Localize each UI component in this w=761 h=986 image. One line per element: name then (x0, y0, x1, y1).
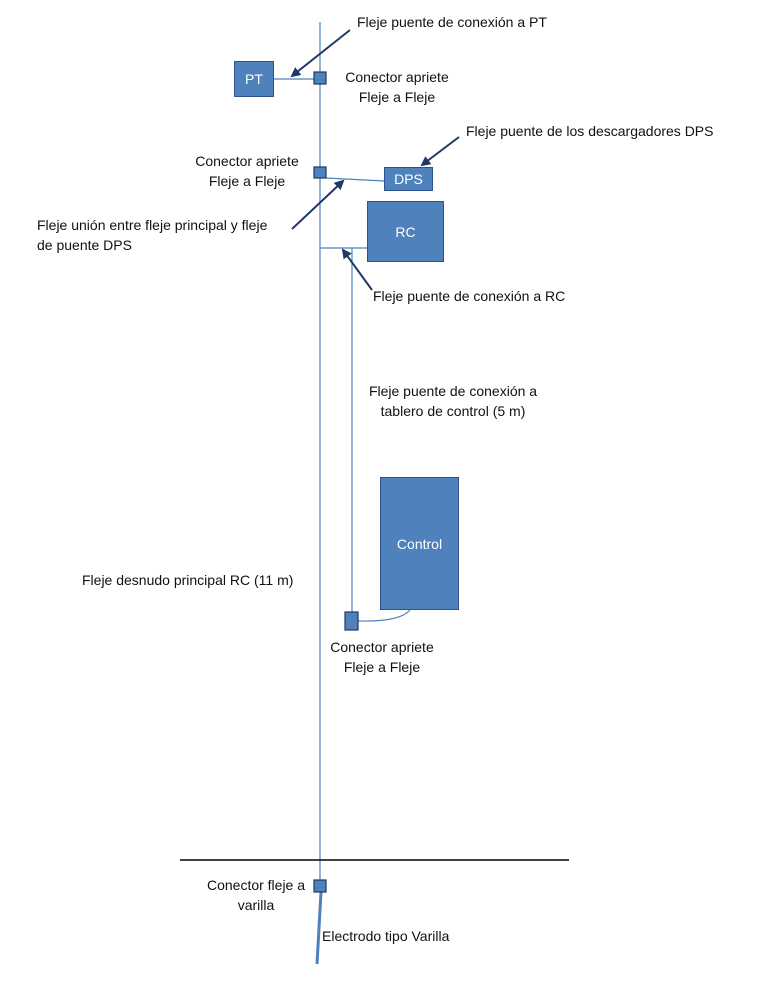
label-fleje-puente-pt: Fleje puente de conexión a PT (357, 14, 547, 30)
label-line: de puente DPS (37, 237, 132, 253)
connector-control (344, 611, 359, 631)
label-line: Fleje unión entre fleje principal y flej… (37, 217, 268, 233)
connector-top (313, 71, 327, 85)
label-fleje-puente-dps: Fleje puente de los descargadores DPS (466, 123, 714, 139)
pt-box: PT (234, 61, 274, 97)
label-conector-dps: Conector apriete Fleje a Fleje (192, 151, 302, 191)
label-fleje-union: Fleje unión entre fleje principal y flej… (37, 215, 267, 255)
label-line: Conector fleje a (206, 877, 306, 893)
label-conector-control: Conector apriete Fleje a Fleje (322, 637, 442, 677)
label-line: Conector apriete (195, 153, 299, 169)
arrow-union (291, 179, 345, 230)
control-box: Control (380, 477, 459, 610)
label-line: Conector apriete (345, 69, 449, 85)
arrow-rc (341, 248, 373, 291)
dps-box: DPS (384, 167, 433, 191)
label-fleje-puente-rc: Fleje puente de conexión a RC (373, 288, 566, 304)
label-conector-varilla: Conector fleje a varilla (196, 875, 316, 915)
connector-dps (313, 166, 327, 179)
label-fleje-tablero: Fleje puente de conexión a tablero de co… (358, 381, 548, 421)
rc-box: RC (367, 201, 444, 262)
connector-rod (313, 879, 327, 893)
label-line: varilla (237, 897, 275, 913)
arrow-dps (420, 136, 460, 167)
label-line: Fleje a Fleje (208, 173, 286, 189)
label-line: tablero de control (5 m) (380, 403, 526, 419)
control-connection-curve (357, 609, 411, 622)
label-line: Fleje a Fleje (343, 659, 421, 675)
label-line: Fleje a Fleje (358, 89, 436, 105)
label-line: Conector apriete (330, 639, 434, 655)
label-line: Fleje puente de conexión a (368, 383, 538, 399)
arrow-pt (290, 29, 351, 78)
label-conector-top: Conector apriete Fleje a Fleje (337, 67, 457, 107)
dps-jumper-line (325, 177, 385, 182)
label-fleje-desnudo: Fleje desnudo principal RC (11 m) (82, 572, 294, 588)
label-electrodo: Electrodo tipo Varilla (322, 928, 450, 944)
rod-electrode (315, 891, 323, 965)
